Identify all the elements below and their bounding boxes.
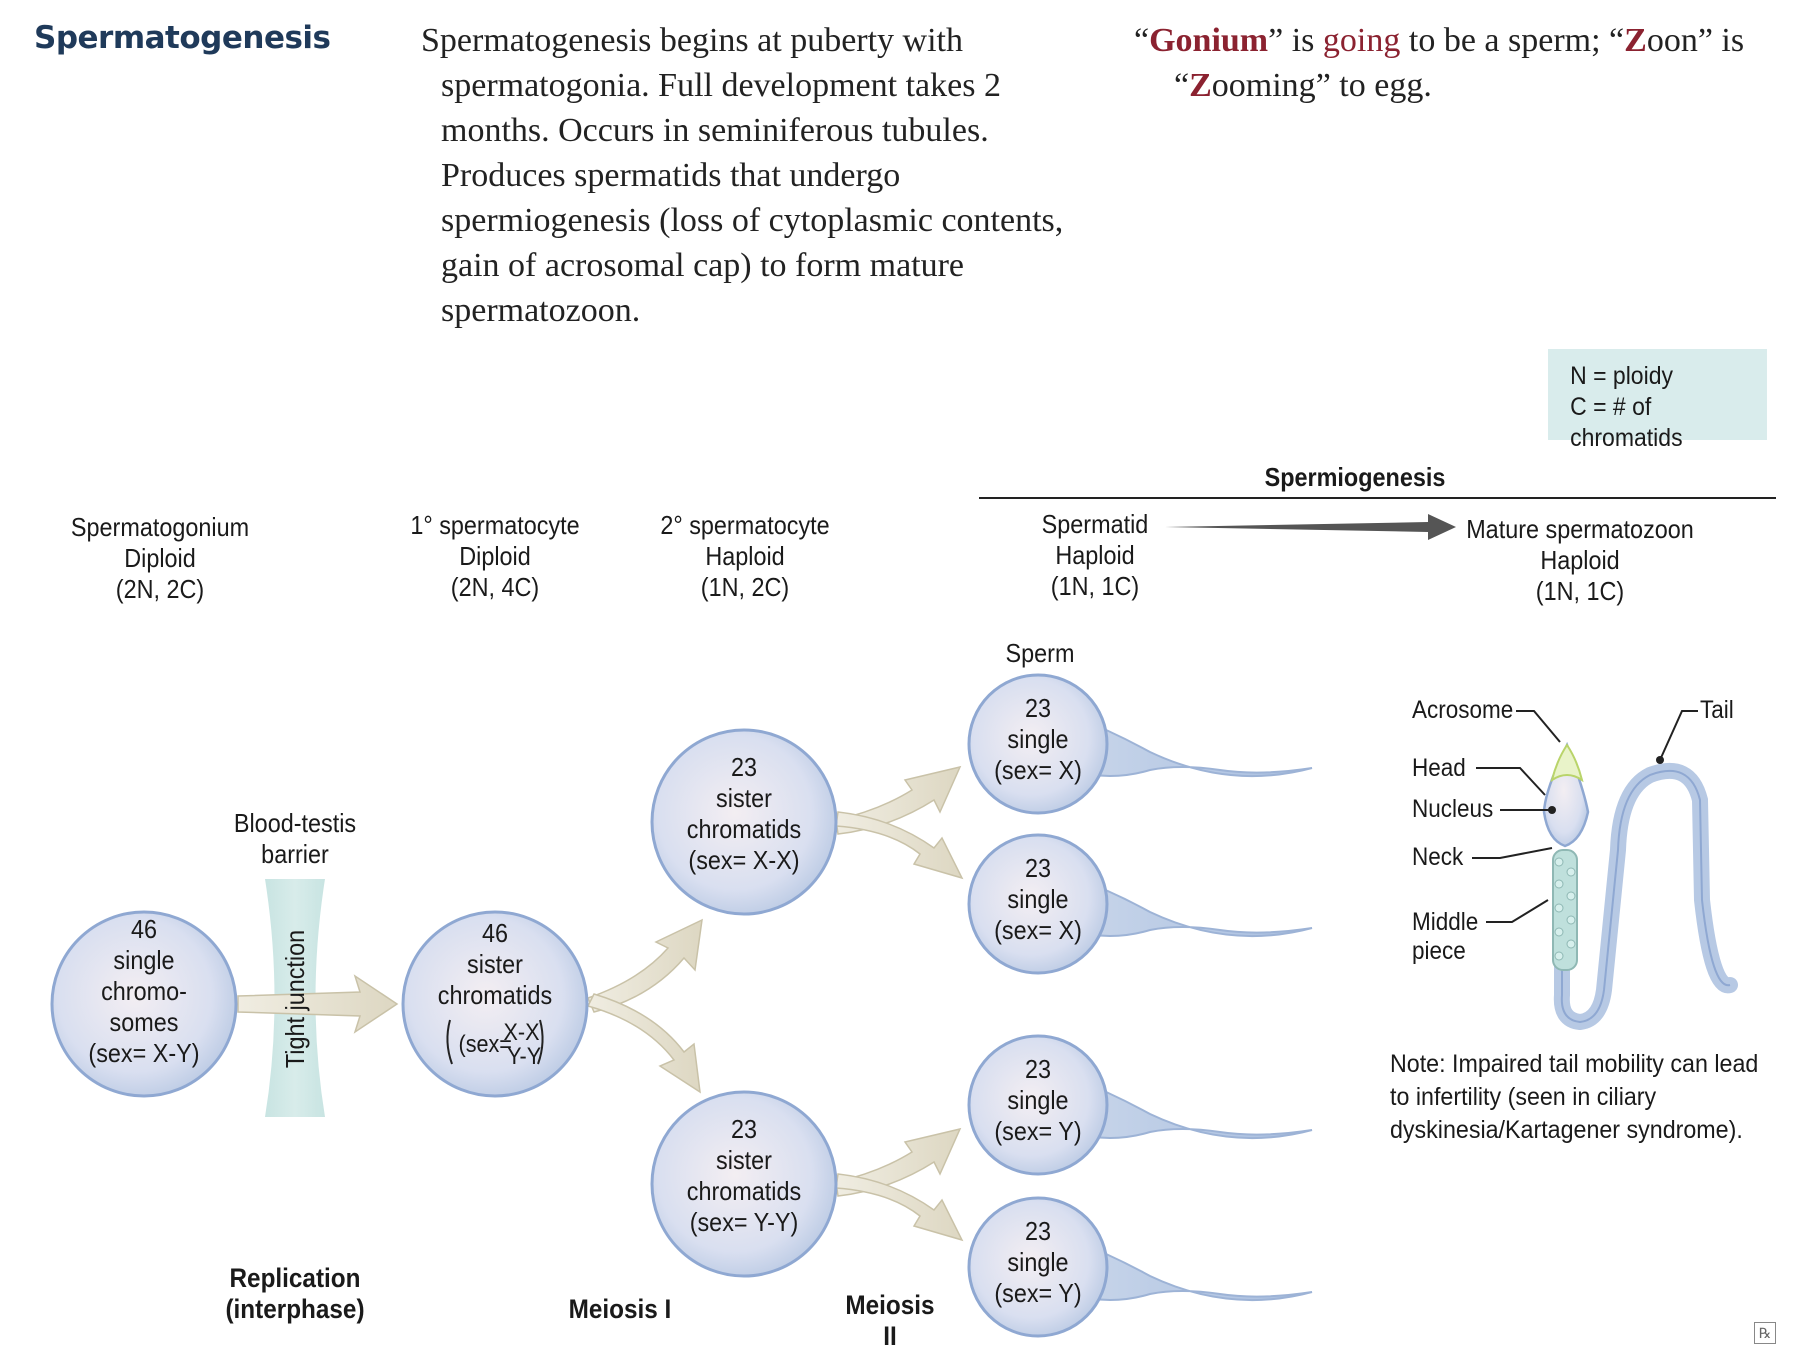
- phase-replication: Replication(interphase): [225, 1263, 365, 1324]
- label-acrosome: Acrosome: [1412, 696, 1514, 724]
- description-line: spermiogenesis (loss of cytoplasmic cont…: [441, 202, 1064, 239]
- description-line: Spermatogenesis begins at puberty with: [421, 22, 964, 59]
- label-tail: Tail: [1700, 696, 1734, 724]
- arrow-meiosis1-upper: [586, 918, 703, 1013]
- description-line: spermatozoon.: [441, 292, 641, 329]
- sperm-tail-2: [1069, 874, 1313, 938]
- cell-spermatid-4: [967, 1196, 1109, 1338]
- legend-box: N = ploidy C = # of chromatids: [1548, 349, 1767, 452]
- sperm-label: Sperm: [1005, 638, 1075, 668]
- section-title: Spermatogenesis: [34, 20, 331, 56]
- cell-secondary-spermatocyte-y: [650, 1090, 838, 1278]
- maturation-arrow: [1165, 514, 1456, 540]
- rx-logo-icon: ℞: [1754, 1322, 1776, 1344]
- mnemonic-going: going: [1322, 22, 1401, 59]
- label-head: Head: [1412, 754, 1466, 782]
- sperm-tail-1: [1069, 713, 1313, 778]
- mature-spermatozoon-illustration: [1472, 710, 1738, 1031]
- phase-meiosis-1: Meiosis I: [568, 1294, 672, 1324]
- cell-spermatid-1: [967, 673, 1109, 815]
- tight-junction-label: Tight junction: [280, 929, 310, 1069]
- description-line: spermatogonia. Full development takes 2: [441, 67, 1001, 104]
- sperm-tail-4: [1069, 1237, 1313, 1302]
- label-neck: Neck: [1412, 843, 1464, 871]
- label-nucleus: Nucleus: [1412, 795, 1494, 823]
- cell-secondary-spermatocyte-x: [650, 728, 838, 916]
- phase-meiosis-2: Meiosis II: [845, 1290, 935, 1351]
- description-line: months. Occurs in seminiferous tubules.: [441, 112, 989, 149]
- description-line: gain of acrosomal cap) to form mature: [441, 247, 965, 284]
- cell-spermatid-2: [967, 833, 1109, 975]
- clinical-note: Note: Impaired tail mobility can lead to…: [1390, 1050, 1759, 1144]
- description-line: Produces spermatids that undergo: [441, 157, 901, 194]
- legend-ploidy: N = ploidy: [1570, 362, 1674, 390]
- cell-spermatid-3: [967, 1034, 1109, 1176]
- arrow-meiosis1-lower: [586, 993, 701, 1094]
- arrow-replication: [237, 974, 399, 1034]
- mnemonic-gonium: Gonium: [1149, 22, 1269, 59]
- spermiogenesis-label: Spermiogenesis: [1264, 462, 1446, 492]
- description-text: Spermatogenesis begins at puberty with s…: [421, 18, 1101, 333]
- cell-spermatogonium: [50, 910, 238, 1098]
- mnemonic-text: “Gonium” is going to be a sperm; “Zoon” …: [1134, 22, 1745, 104]
- arrow-meiosis2-2: [835, 811, 964, 880]
- legend-chromatids: C = # of chromatids: [1570, 393, 1683, 452]
- arrow-meiosis2-4: [835, 1173, 964, 1242]
- sperm-tail-3: [1069, 1075, 1313, 1140]
